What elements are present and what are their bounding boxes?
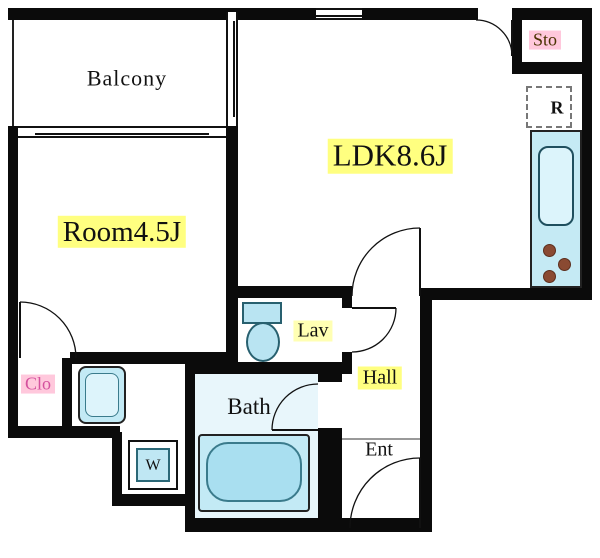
label-ldk: LDK8.6J xyxy=(327,138,453,174)
wall-ldk-bottom-right xyxy=(420,288,592,300)
wall-left xyxy=(8,126,18,438)
wall-hall-right xyxy=(420,288,432,532)
window-ldk-top xyxy=(316,8,362,20)
label-clo: Clo xyxy=(20,374,56,394)
wall-lav-right-lower xyxy=(342,352,352,374)
toilet-bowl-icon xyxy=(246,322,280,362)
ldk-door-arc xyxy=(351,227,421,297)
label-sto: Sto xyxy=(528,30,562,50)
closet-door-arc xyxy=(19,301,77,359)
stove-burner-icon xyxy=(558,258,571,271)
window-balcony-room xyxy=(18,126,226,138)
wall-room-ldk xyxy=(226,126,238,364)
label-lav: Lav xyxy=(293,320,333,342)
wall-top-right xyxy=(512,8,592,20)
wall-sto-left xyxy=(512,8,522,72)
wall-bath-ent-upper xyxy=(318,374,342,382)
wall-nook-bottom xyxy=(112,494,195,506)
label-room: Room4.5J xyxy=(57,215,187,249)
wall-lav-right-upper xyxy=(342,286,352,308)
wall-nook-left xyxy=(112,432,122,506)
washer-label: W xyxy=(145,457,161,474)
washing-machine: W xyxy=(136,448,170,482)
label-bath: Bath xyxy=(227,393,271,419)
wall-bath-left xyxy=(185,362,195,532)
label-hall: Hall xyxy=(357,366,403,390)
stove-burner-icon xyxy=(543,244,556,257)
sto-door-arc xyxy=(475,19,513,57)
lav-door-arc xyxy=(351,307,397,353)
wall-bath-ent-lower xyxy=(318,428,342,532)
wall-bath-top xyxy=(185,362,342,374)
washbasin-bowl xyxy=(85,373,119,417)
toilet-tank-icon xyxy=(242,302,282,324)
wall-bottom xyxy=(185,518,430,532)
label-ent: Ent xyxy=(365,438,393,461)
wall-sto-bottom xyxy=(512,62,592,74)
bathtub-basin xyxy=(206,442,302,502)
label-fridge: R xyxy=(548,97,566,118)
stove-burner-icon xyxy=(543,270,556,283)
wall-top-left xyxy=(8,8,478,20)
wall-room-bottom xyxy=(70,352,238,364)
wall-right xyxy=(582,8,592,300)
kitchen-sink xyxy=(538,146,574,226)
label-balcony: Balcony xyxy=(86,65,168,91)
wall-corridor-bottom xyxy=(8,426,120,438)
genkan-step-line xyxy=(342,438,420,440)
window-balcony-ldk xyxy=(226,12,238,126)
wall-lav-top xyxy=(226,286,352,298)
wall-clo-right xyxy=(62,358,72,428)
